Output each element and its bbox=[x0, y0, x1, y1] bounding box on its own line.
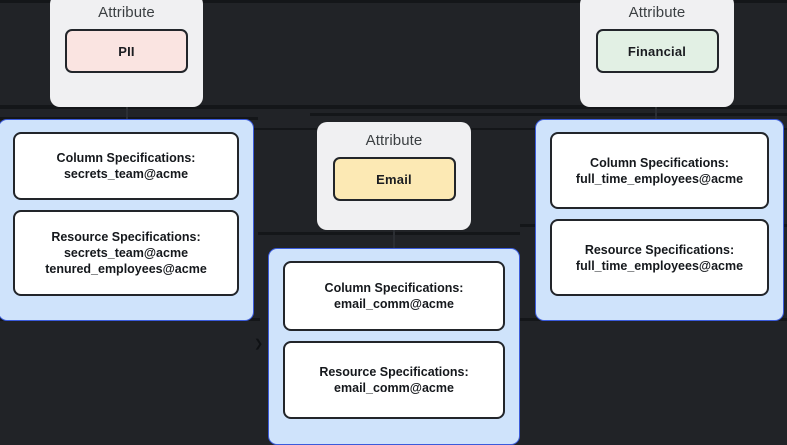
spec-node-resource-specifications[interactable]: Resource Specifications: secrets_team@ac… bbox=[13, 210, 239, 296]
edge-arrow-icon: ❯ bbox=[254, 338, 264, 350]
spec-node-heading: Resource Specifications: bbox=[584, 242, 735, 257]
attribute-node-financial[interactable]: Financial bbox=[595, 29, 719, 73]
attribute-node-label: Email bbox=[376, 171, 412, 187]
spec-node-value: email_comm@acme bbox=[334, 381, 454, 395]
spec-node-resource-specifications[interactable]: Resource Specifications: email_comm@acme bbox=[283, 341, 505, 419]
connector-email-to-emailspecs bbox=[393, 228, 395, 248]
backdrop-band-mid-right bbox=[310, 113, 787, 116]
spec-node-column-specifications[interactable]: Column Specifications: email_comm@acme bbox=[283, 261, 505, 331]
spec-group-fulltime[interactable]: Column Specifications: full_time_employe… bbox=[535, 119, 784, 321]
attribute-group-pii[interactable]: Attribute PII bbox=[50, 0, 203, 107]
attribute-node-pii[interactable]: PII bbox=[65, 29, 188, 73]
attribute-group-email[interactable]: Attribute Email bbox=[317, 122, 471, 230]
spec-node-heading: Column Specifications: bbox=[590, 155, 729, 170]
backdrop-band-center-top bbox=[258, 232, 520, 235]
spec-node-value: full_time_employees@acme bbox=[575, 171, 744, 186]
attribute-group-title: Attribute bbox=[98, 4, 155, 21]
attribute-node-email[interactable]: Email bbox=[332, 157, 456, 201]
spec-node-resource-specifications[interactable]: Resource Specifications: full_time_emplo… bbox=[550, 219, 769, 296]
spec-node-heading: Column Specifications: bbox=[324, 281, 464, 295]
spec-node-value: secrets_team@acme bbox=[63, 167, 189, 181]
spec-group-secrets[interactable]: Column Specifications: secrets_team@acme… bbox=[0, 119, 254, 321]
attribute-group-financial[interactable]: Attribute Financial bbox=[580, 0, 734, 107]
spec-node-heading: Column Specifications: bbox=[56, 151, 196, 165]
attribute-node-label: Financial bbox=[627, 43, 687, 59]
attribute-group-title: Attribute bbox=[628, 4, 686, 21]
spec-node-value: full_time_employees@acme bbox=[575, 258, 744, 273]
attribute-group-title: Attribute bbox=[365, 132, 423, 149]
spec-node-heading: Resource Specifications: bbox=[319, 365, 469, 379]
spec-group-email[interactable]: Column Specifications: email_comm@acme R… bbox=[268, 248, 520, 445]
spec-node-heading: Resource Specifications: bbox=[51, 230, 201, 244]
spec-node-column-specifications[interactable]: Column Specifications: secrets_team@acme bbox=[13, 132, 239, 200]
spec-node-value: tenured_employees@acme bbox=[45, 262, 207, 276]
spec-node-column-specifications[interactable]: Column Specifications: full_time_employe… bbox=[550, 132, 769, 209]
spec-node-value: secrets_team@acme bbox=[63, 246, 189, 260]
spec-node-value: email_comm@acme bbox=[334, 297, 454, 311]
attribute-node-label: PII bbox=[118, 43, 135, 59]
